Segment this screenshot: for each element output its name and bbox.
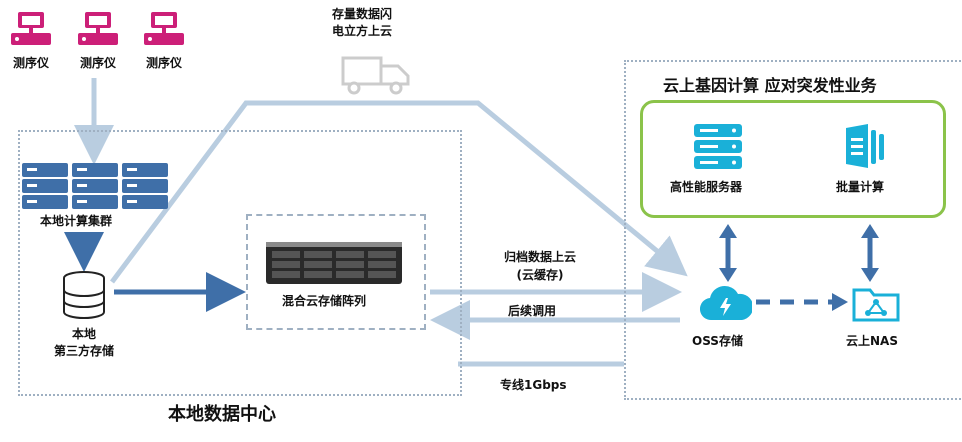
sequencer-icon <box>144 12 184 45</box>
truck-caption-line1: 存量数据闪 <box>331 7 392 21</box>
sequencer-label: 测序仪 <box>12 56 49 70</box>
cloud-compute-panel <box>640 100 946 218</box>
database-icon <box>63 271 105 319</box>
local-storage-line1: 本地 <box>71 327 96 341</box>
arrow-truck-path <box>109 100 688 284</box>
cloud-boundary <box>624 60 962 400</box>
sequencer-icon <box>78 12 118 45</box>
local-storage-line2: 第三方存储 <box>53 344 114 358</box>
truck-icon <box>341 56 410 95</box>
sequencer-label: 测序仪 <box>145 56 182 70</box>
hybrid-array-boundary <box>246 214 426 330</box>
truck-caption: 存量数据闪 电立方上云 <box>322 6 402 40</box>
batch-compute-icon <box>846 124 884 168</box>
high-performance-server-icon <box>694 124 742 169</box>
oss-cloud-icon <box>700 285 752 321</box>
local-dc-title: 本地数据中心 <box>168 404 276 425</box>
sequencer-1: 测序仪 <box>5 10 57 71</box>
storage-array-icon <box>266 242 402 284</box>
server-rack-icon <box>22 163 168 209</box>
dedicated-line-label: 专线1Gbps <box>500 378 567 392</box>
local-storage-label: 本地 第三方存储 <box>34 326 134 360</box>
sequencer-label: 测序仪 <box>79 56 116 70</box>
batch-label: 批量计算 <box>836 180 885 194</box>
archive-line1: 归档数据上云 <box>503 250 576 264</box>
truck-caption-line2: 电立方上云 <box>331 24 392 38</box>
hpc-label: 高性能服务器 <box>670 180 743 194</box>
oss-label: OSS存储 <box>692 334 743 348</box>
archive-label: 归档数据上云 (云缓存) <box>490 248 590 284</box>
cloud-title: 云上基因计算 应对突发性业务 <box>663 76 877 95</box>
sequencer-3: 测序仪 <box>138 10 190 71</box>
local-cluster-label: 本地计算集群 <box>40 214 113 228</box>
sequencer-2: 测序仪 <box>72 10 124 71</box>
nas-label: 云上NAS <box>846 334 898 348</box>
hybrid-array-label: 混合云存储阵列 <box>282 294 367 308</box>
sequencer-icon <box>11 12 51 45</box>
recall-label: 后续调用 <box>508 304 557 318</box>
local-dc-boundary <box>18 130 462 396</box>
nas-folder-icon <box>852 288 900 322</box>
archive-line2: (云缓存) <box>516 268 564 282</box>
